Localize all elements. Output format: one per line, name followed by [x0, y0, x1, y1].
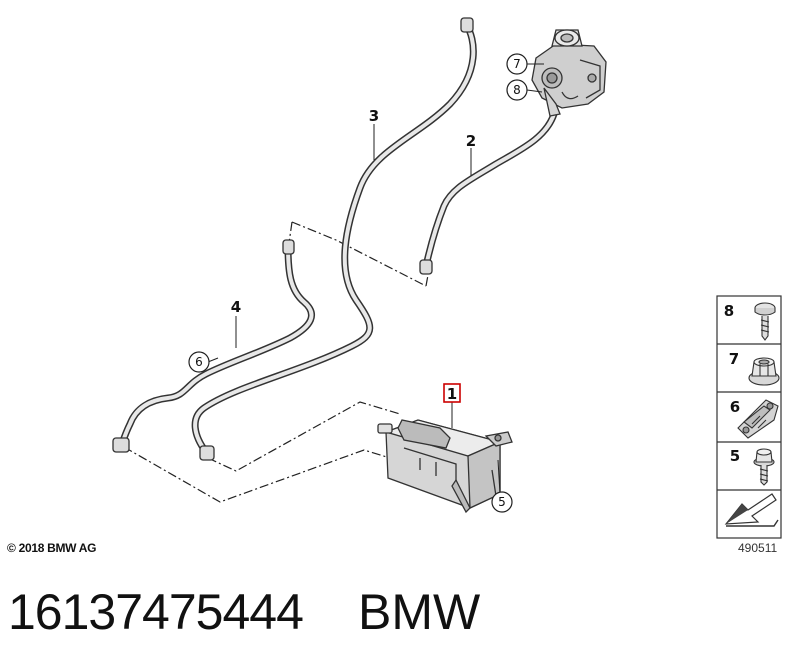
hose-3	[191, 17, 477, 461]
svg-text:7: 7	[513, 57, 521, 71]
svg-text:6: 6	[730, 398, 740, 416]
svg-text:6: 6	[195, 355, 203, 369]
callout-4: 4	[231, 298, 241, 316]
legend-item-7: 7	[729, 350, 780, 386]
legend-panel: 8 7 6	[716, 295, 782, 539]
screw-icon	[754, 302, 776, 341]
purge-valve-assembly	[531, 29, 607, 117]
callout-1-highlighted[interactable]: 1	[443, 383, 461, 403]
clip-holder-icon	[737, 399, 779, 439]
charcoal-canister	[377, 419, 513, 514]
legend-item-8: 8	[724, 302, 776, 341]
assembly-dashed-lines	[123, 221, 429, 503]
collar-nut-icon	[748, 357, 780, 386]
diagram-id: 490511	[738, 541, 778, 555]
svg-text:7: 7	[729, 350, 739, 368]
brand-name: BMW	[358, 584, 481, 640]
leader-lines	[207, 63, 544, 495]
svg-text:5: 5	[730, 447, 740, 465]
callout-2: 2	[466, 132, 476, 150]
svg-text:8: 8	[724, 302, 734, 320]
callout-7-circle: 7	[506, 53, 528, 75]
hose-2	[419, 110, 558, 275]
arrow-icon	[724, 493, 779, 527]
legend-item-5: 5	[730, 447, 775, 486]
bolt-icon	[753, 448, 775, 486]
copyright-text: © 2018 BMW AG	[7, 541, 97, 555]
legend-item-6: 6	[730, 398, 779, 439]
svg-text:8: 8	[513, 83, 521, 97]
callout-5-circle: 5	[491, 491, 513, 513]
svg-text:5: 5	[498, 495, 506, 509]
callout-6-circle: 6	[188, 351, 210, 373]
callout-3: 3	[369, 107, 379, 125]
part-number: 16137475444	[8, 584, 304, 640]
callout-8-circle: 8	[506, 79, 528, 101]
hose-4	[112, 239, 315, 453]
svg-text:1: 1	[447, 385, 457, 403]
callouts: 3 2 4 7 8 6 5 1	[188, 53, 528, 513]
